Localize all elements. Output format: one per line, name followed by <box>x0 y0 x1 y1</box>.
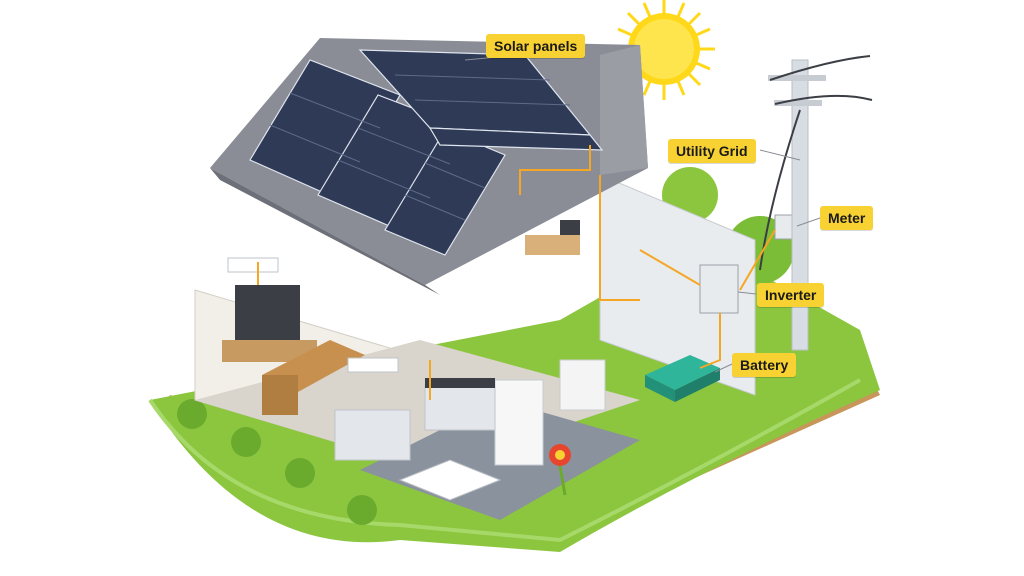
sun-icon <box>613 0 715 100</box>
house <box>194 149 798 520</box>
battery-bank <box>645 355 720 402</box>
battery-label: Battery <box>732 353 797 377</box>
solar-panels-label: Solar panels <box>486 34 586 58</box>
meter-label: Meter <box>820 206 874 230</box>
utility-pole <box>759 55 873 351</box>
solar-panel-array <box>249 49 604 256</box>
wiring <box>257 145 776 400</box>
utility-grid-label: Utility Grid <box>668 139 756 163</box>
inverter-label: Inverter <box>757 283 825 307</box>
